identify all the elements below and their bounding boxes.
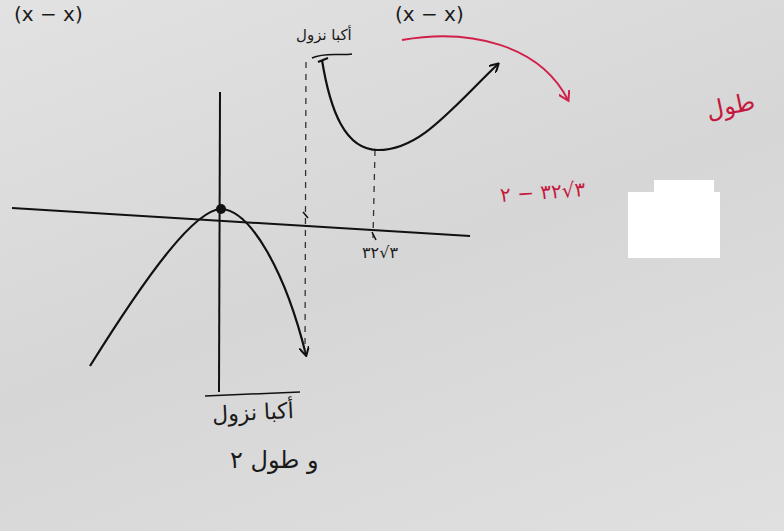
- curve-start: [318, 58, 328, 62]
- axis-tick: [372, 232, 376, 240]
- brace: [312, 54, 352, 58]
- curve-note: أكبا نزول: [296, 26, 352, 44]
- curve-note: أكبا نزول: [211, 398, 294, 427]
- x-axis: [12, 208, 470, 236]
- red-value: ٣√٣٢ − ٢: [499, 177, 586, 207]
- origin-dot: [216, 204, 226, 214]
- cut-formula: (x − x): [14, 2, 83, 26]
- cut-formula: (x − x): [395, 2, 464, 26]
- white-patch: [654, 180, 714, 196]
- red-arrow: [402, 36, 568, 100]
- overline: [205, 392, 300, 396]
- white-patch: [628, 192, 720, 258]
- dashed-line: [305, 62, 306, 352]
- dashed-line: [373, 150, 375, 238]
- curve-note: و طول ٢: [230, 446, 319, 474]
- curve-branch: [322, 60, 498, 150]
- axis-tick: [303, 212, 308, 218]
- red-note: طول: [704, 87, 758, 125]
- y-axis: [219, 92, 220, 392]
- axis-value: ٣√٣٢: [362, 243, 398, 262]
- parabola-curve: [90, 209, 306, 366]
